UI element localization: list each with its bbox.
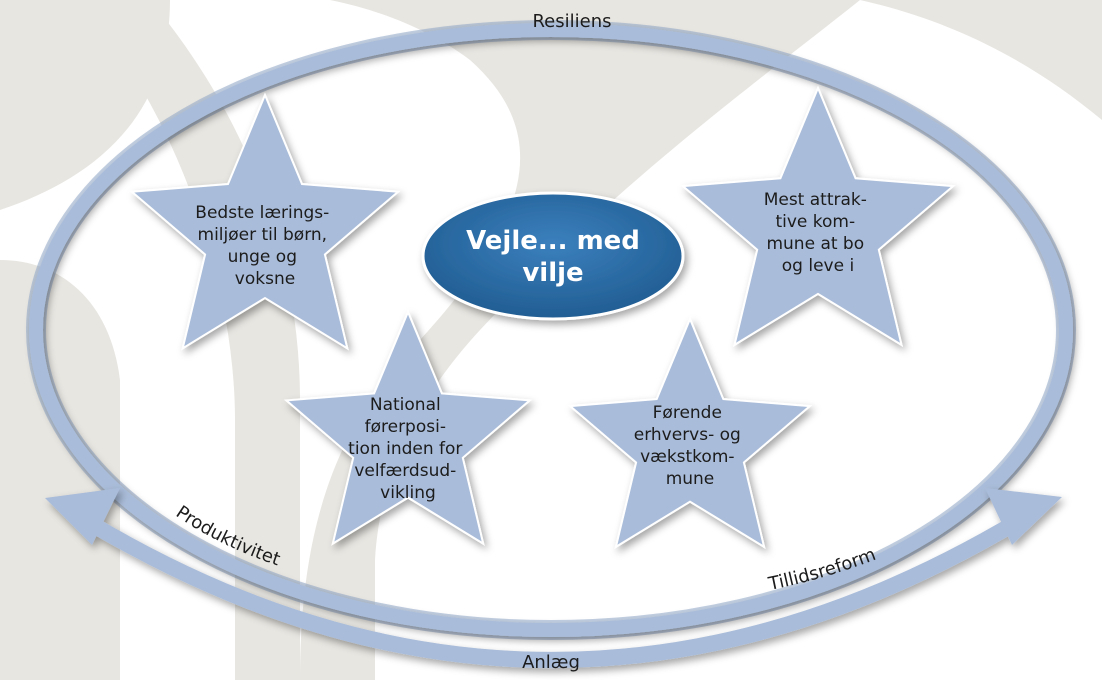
star-icon [680, 85, 956, 348]
center-title-line2: vilje [522, 258, 583, 288]
star-label-line: erhvervs- og [634, 425, 741, 445]
center-oval: Vejle... med vilje [421, 191, 685, 321]
arc-label-anlaeg: Anlæg [522, 652, 580, 673]
star-label: Bedste lærings- miljøer til børn, unge o… [195, 203, 334, 289]
star-label-line: voksne [235, 269, 295, 289]
star-label: Førende erhvervs- og vækstkom- mune [634, 403, 747, 489]
star-icon [129, 92, 401, 351]
arrow-head-right-icon [985, 488, 1062, 545]
star-label-line: mune at bo [766, 234, 864, 254]
star-label-line: velfærdsud- [354, 461, 456, 481]
star-label-line: Bedste lærings- [195, 203, 329, 223]
star-label-line: og leve i [782, 256, 854, 276]
star-label-line: førerposi- [365, 417, 446, 437]
star-label-line: tion inden for [348, 439, 462, 459]
star-label: Mest attrak- tive kom- mune at bo og lev… [764, 190, 873, 276]
resiliens-ring [29, 23, 1073, 637]
star-business: Førende erhvervs- og vækstkom- mune [567, 316, 813, 550]
star-label-line: vikling [380, 483, 436, 503]
star-welfare: National førerposi- tion inden for velfæ… [283, 309, 533, 546]
star-label-line: Mest attrak- [764, 190, 867, 210]
star-label-line: miljøer til børn, [198, 225, 328, 245]
star-label-line: tive kom- [775, 212, 855, 232]
star-label-line: National [370, 395, 441, 415]
arrow-head-left-icon [45, 488, 120, 545]
watermark-shape [860, 0, 1102, 120]
star-icon [567, 316, 813, 550]
star-label-line: mune [666, 469, 715, 489]
star-attractive: Mest attrak- tive kom- mune at bo og lev… [680, 85, 956, 348]
ring-label-resiliens: Resiliens [532, 11, 611, 32]
double-headed-arc-arrow [45, 488, 1062, 668]
star-label-line: Førende [653, 403, 722, 423]
star-label: National førerposi- tion inden for velfæ… [348, 395, 468, 503]
center-oval-shape [421, 191, 685, 321]
center-title-line1: Vejle... med [466, 226, 640, 256]
star-icon [283, 309, 533, 546]
star-learning: Bedste lærings- miljøer til børn, unge o… [129, 92, 401, 351]
star-label-line: unge og [228, 247, 297, 267]
star-label-line: vækstkom- [640, 447, 734, 467]
